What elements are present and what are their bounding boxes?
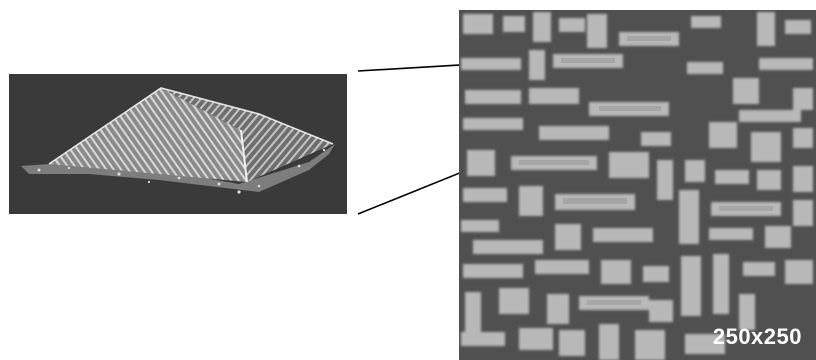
stm-3d-surface <box>9 74 347 214</box>
stm-3d-inset-image <box>9 74 347 214</box>
scale-label: 250x250 <box>712 324 802 349</box>
stm-block-pattern <box>459 10 816 360</box>
stm-large-image: 250x250 <box>459 10 816 360</box>
